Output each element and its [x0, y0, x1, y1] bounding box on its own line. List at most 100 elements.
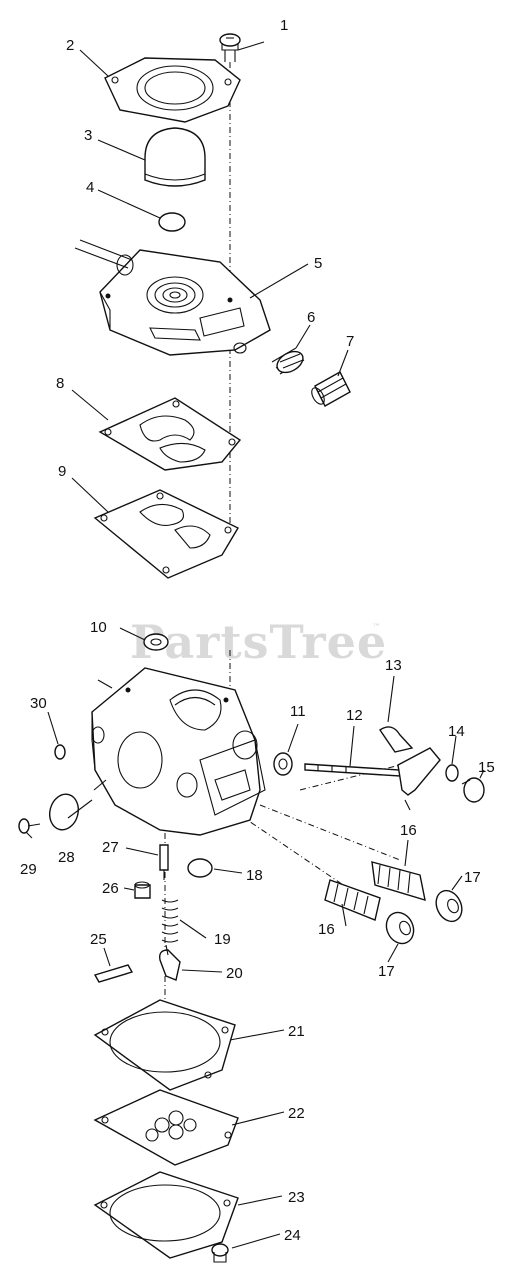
leader-25 — [103, 947, 111, 967]
leader-22 — [231, 1111, 285, 1126]
part-29-screw — [18, 818, 41, 834]
leader-29 — [25, 831, 33, 839]
callout-26: 26 — [102, 880, 119, 897]
part-12-shaft — [304, 763, 401, 777]
leader-3 — [97, 139, 146, 161]
part-8-gasket — [98, 397, 242, 471]
part-13-lever — [379, 726, 441, 811]
part-23-gasket — [93, 1171, 239, 1259]
leader-8 — [71, 389, 109, 421]
leader-16a — [404, 839, 409, 867]
part-17-cap-lower — [385, 911, 415, 945]
part-5-pump-body — [74, 239, 271, 356]
callout-16a: 16 — [400, 822, 417, 839]
part-28-plate — [48, 793, 80, 831]
callout-7: 7 — [346, 333, 354, 350]
leader-14 — [451, 735, 457, 765]
part-24-screw — [211, 1243, 229, 1263]
assembly-axis-side — [239, 759, 421, 911]
leader-20 — [181, 969, 223, 973]
callout-13: 13 — [385, 657, 402, 674]
leader-13 — [387, 675, 395, 723]
leader-17a — [451, 875, 463, 891]
callout-21: 21 — [288, 1023, 305, 1040]
part-18-disc — [187, 858, 213, 878]
leader-27 — [125, 847, 159, 856]
leader-4 — [97, 189, 161, 219]
callout-2: 2 — [66, 37, 74, 54]
callout-11: 11 — [290, 703, 306, 720]
part-22-diaphragm — [93, 1089, 239, 1166]
leader-26 — [123, 887, 135, 891]
leader-11 — [287, 723, 299, 753]
part-10-nut — [143, 633, 169, 651]
leader-30 — [47, 711, 59, 745]
callout-28: 28 — [58, 849, 75, 866]
part-16-needle-upper — [371, 861, 426, 902]
part-26-plug — [134, 881, 151, 899]
callout-14: 14 — [448, 723, 465, 740]
callout-4: 4 — [86, 179, 94, 196]
part-6-spring — [271, 347, 305, 375]
part-30-screw — [54, 744, 66, 760]
part-11-fitting — [273, 752, 293, 776]
leader-6 — [295, 324, 311, 349]
callout-5: 5 — [314, 255, 322, 272]
callout-22: 22 — [288, 1105, 305, 1122]
callout-12: 12 — [346, 707, 363, 724]
callout-24: 24 — [284, 1227, 301, 1244]
callout-3: 3 — [84, 127, 92, 144]
leader-12 — [349, 725, 355, 767]
part-25-pin — [93, 964, 134, 983]
callout-25: 25 — [90, 931, 107, 948]
part-1-screw — [219, 33, 241, 62]
part-21-gasket — [93, 999, 236, 1091]
part-4-valve-disc — [158, 212, 186, 232]
leader-10 — [119, 627, 146, 641]
callout-16b: 16 — [318, 921, 335, 938]
leader-2 — [79, 49, 109, 77]
callout-17a: 17 — [464, 869, 481, 886]
callout-27: 27 — [102, 839, 119, 856]
callout-18: 18 — [246, 867, 263, 884]
callout-17b: 17 — [378, 963, 395, 980]
leader-9 — [71, 477, 109, 513]
callout-19: 19 — [214, 931, 231, 948]
callout-29: 29 — [20, 861, 37, 878]
part-27-needle — [159, 844, 169, 880]
part-7-adjust-screw — [311, 371, 351, 407]
callout-20: 20 — [226, 965, 243, 982]
callout-10: 10 — [90, 619, 107, 636]
part-19-spring — [161, 899, 179, 943]
leader-1 — [237, 41, 265, 51]
part-9-diaphragm — [93, 489, 239, 579]
watermark-trademark: ™ — [372, 623, 381, 633]
leader-17b — [387, 943, 399, 963]
leader-18 — [213, 868, 243, 874]
callout-23: 23 — [288, 1189, 305, 1206]
carburetor-body — [91, 667, 266, 836]
leader-28b — [93, 779, 107, 791]
part-16-needle-lower — [324, 879, 381, 921]
leader-16b — [341, 903, 347, 927]
part-2-pump-cover — [104, 57, 241, 123]
callout-9: 9 — [58, 463, 66, 480]
leader-5 — [249, 263, 309, 299]
leader-21 — [229, 1029, 285, 1041]
leader-23 — [237, 1195, 283, 1206]
callout-8: 8 — [56, 375, 64, 392]
callout-30: 30 — [30, 695, 47, 712]
part-17-cap-upper — [435, 889, 463, 923]
leader-7 — [337, 349, 349, 377]
leader-15 — [479, 769, 485, 779]
partstree-watermark: PartsTree — [130, 615, 387, 669]
part-14-washer — [445, 764, 459, 782]
leader-24 — [231, 1233, 281, 1249]
leader-28 — [67, 799, 93, 819]
callout-6: 6 — [307, 309, 315, 326]
leader-19 — [179, 919, 207, 939]
callout-15: 15 — [478, 759, 495, 776]
callout-1: 1 — [280, 17, 288, 34]
part-20-lever-arm — [158, 944, 181, 981]
